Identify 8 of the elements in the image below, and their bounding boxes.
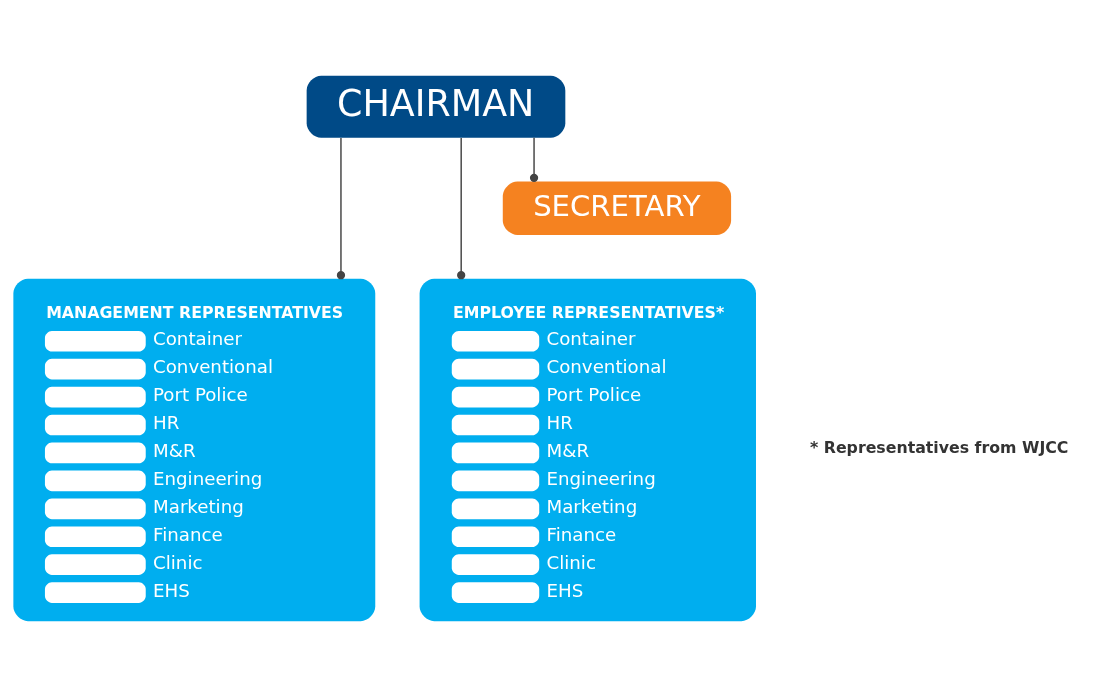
connector <box>457 136 466 279</box>
label: * Representatives from WJCC <box>810 437 1069 457</box>
connector <box>529 136 539 182</box>
node-box: CHAIRMAN <box>306 75 566 138</box>
node-box: MANAGEMENT REPRESENTATIVES Container Conventional Port Police HR M&R Engineering Marketing Finance Clinic EHS <box>13 278 376 621</box>
node-box: EMPLOYEE REPRESENTATIVES* Container Conventional Port Police HR M&R Engineering Marketing Finance Clinic EHS <box>419 278 756 621</box>
node-box: SECRETARY <box>502 181 732 235</box>
connector <box>336 136 346 279</box>
